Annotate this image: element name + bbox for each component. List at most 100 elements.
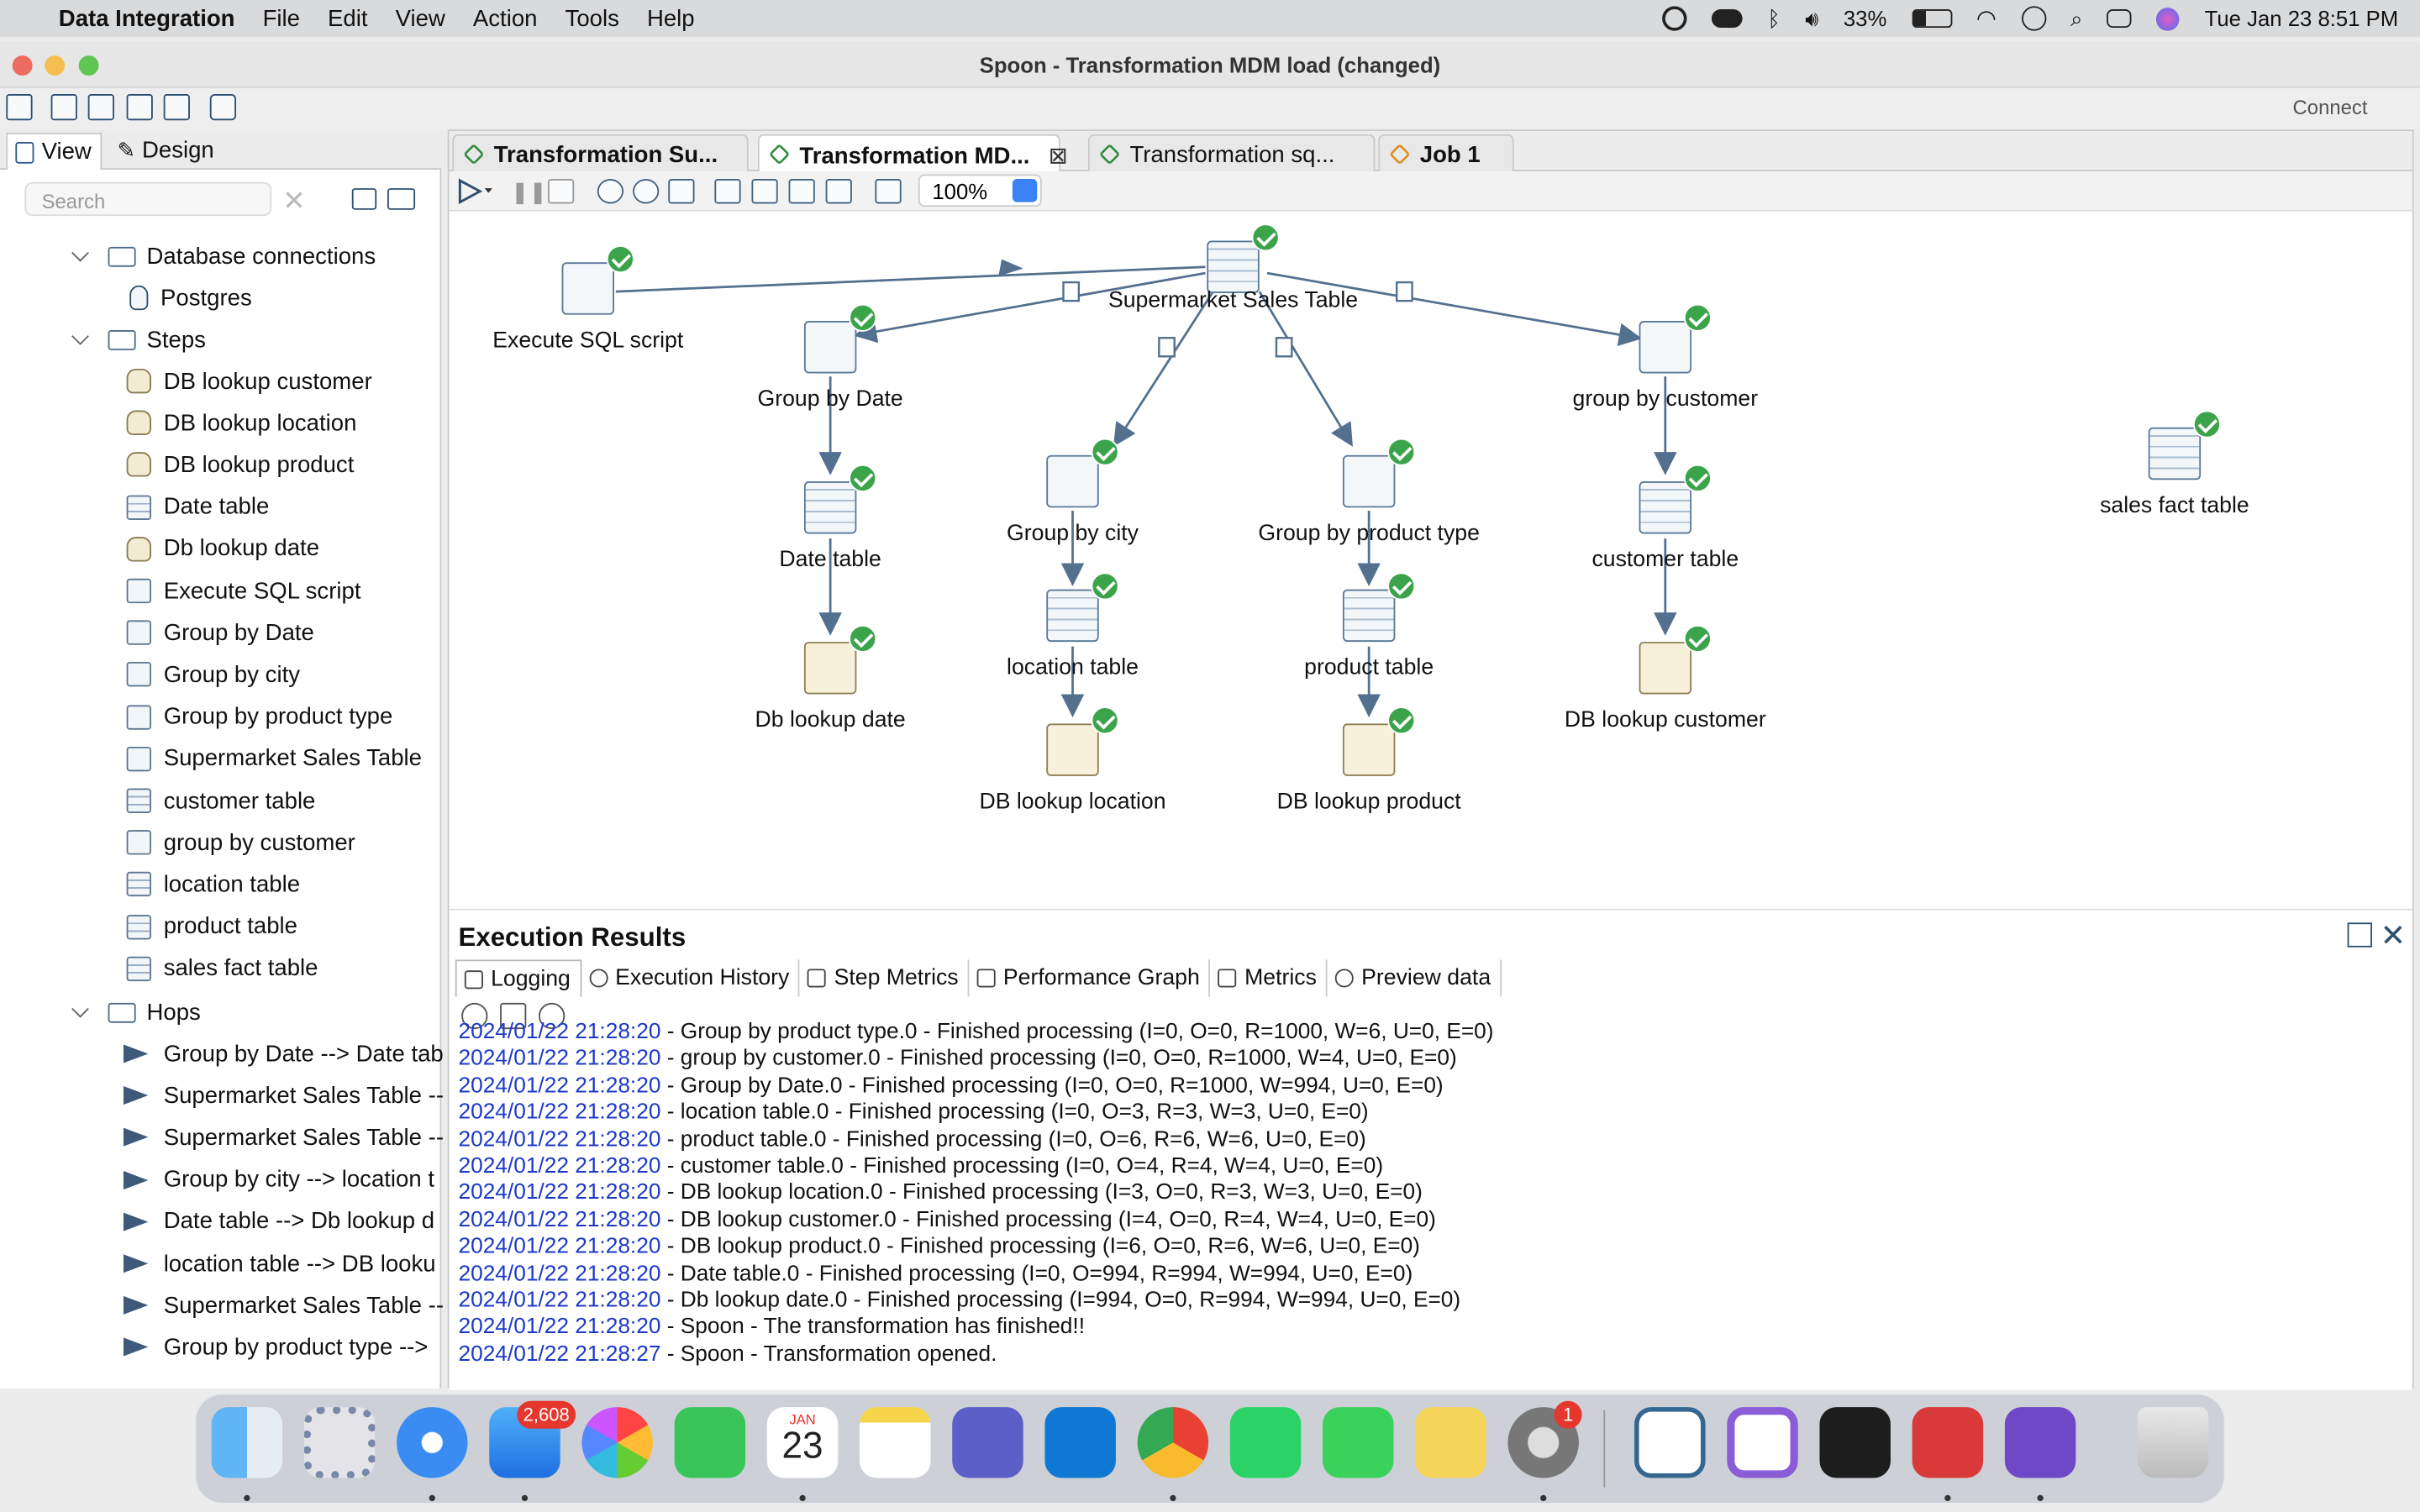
step-node-customer-table[interactable] — [1639, 481, 1692, 534]
tree-step-item[interactable]: DB lookup customer — [126, 363, 372, 400]
teams-icon[interactable] — [952, 1407, 1023, 1478]
pause-icon[interactable]: ❚❚ — [510, 179, 548, 204]
tree-step-item[interactable]: Group by product type — [126, 698, 392, 735]
github-icon[interactable] — [2004, 1407, 2076, 1478]
tab-metrics[interactable]: Metrics — [1211, 959, 1328, 997]
step-node-group-product[interactable] — [1342, 454, 1396, 508]
generate-sql-icon[interactable] — [788, 179, 815, 204]
replay-icon[interactable] — [668, 179, 695, 204]
tree-hop-item[interactable]: Group by product type --> — [123, 1329, 428, 1366]
finder-icon[interactable] — [211, 1407, 283, 1478]
verify-icon[interactable] — [714, 179, 741, 204]
close-tab-icon[interactable]: ⊠ — [1048, 143, 1068, 171]
volume-icon[interactable]: 🔊︎ — [1805, 5, 1819, 30]
step-node-location-table[interactable] — [1046, 589, 1099, 643]
tree-step-item[interactable]: group by customer — [126, 824, 355, 861]
tree-step-item[interactable]: location table — [126, 866, 300, 903]
run-icon[interactable] — [458, 178, 492, 205]
align-grid-icon[interactable] — [875, 179, 902, 204]
tree-step-item[interactable]: Db lookup date — [126, 530, 319, 567]
stickies-icon[interactable] — [1415, 1407, 1486, 1478]
exploration-db-icon[interactable] — [825, 179, 852, 204]
step-node-date-table[interactable] — [803, 481, 857, 534]
hop-supermarket-to-execute-sql[interactable] — [615, 265, 1206, 293]
hop-supermarket-to-group-product[interactable] — [1258, 291, 1353, 447]
chevron-down-icon[interactable] — [71, 244, 89, 262]
launchpad-icon[interactable] — [303, 1407, 376, 1478]
battery-icon[interactable] — [1911, 9, 1952, 29]
tab-performance-graph[interactable]: Performance Graph — [970, 959, 1211, 997]
tab-logging[interactable]: Logging — [455, 959, 581, 997]
tree-hops[interactable]: Hops — [71, 994, 201, 1031]
photos-icon[interactable] — [581, 1407, 653, 1478]
chevron-down-icon[interactable] — [71, 328, 89, 345]
stop-icon[interactable] — [548, 179, 575, 204]
close-window-button[interactable] — [12, 55, 33, 76]
bluetooth-icon[interactable]: ᛒ — [1767, 6, 1781, 31]
tab-transformation-su[interactable]: Transformation Su... — [452, 134, 749, 171]
menu-action[interactable]: Action — [472, 5, 538, 32]
app-menu[interactable]: Data Integration — [58, 5, 235, 32]
step-node-db-lookup-date[interactable] — [803, 642, 857, 695]
minimize-window-button[interactable] — [45, 55, 66, 76]
postgres-elephant-icon[interactable] — [1634, 1407, 1706, 1478]
tree-step-item[interactable]: DB lookup product — [126, 447, 355, 484]
control-center-icon[interactable] — [2107, 9, 2133, 29]
step-node-supermarket[interactable] — [1207, 240, 1260, 293]
tree-hop-item[interactable]: location table --> DB looku — [123, 1245, 436, 1282]
pentaho-network-icon[interactable] — [1912, 1407, 1984, 1478]
chrome-icon[interactable] — [1137, 1407, 1209, 1478]
cloud-icon[interactable] — [1712, 9, 1744, 29]
tree-step-item[interactable]: Supermarket Sales Table — [126, 740, 422, 777]
step-node-group-date[interactable] — [803, 321, 857, 374]
save-icon[interactable] — [126, 94, 153, 121]
tab-job-1[interactable]: Job 1 — [1378, 134, 1514, 171]
tab-step-metrics[interactable]: Step Metrics — [800, 959, 970, 997]
clear-log-icon[interactable] — [461, 1002, 488, 1030]
tree-steps[interactable]: Steps — [71, 321, 206, 358]
tree-hop-item[interactable]: Supermarket Sales Table -- — [123, 1119, 444, 1156]
tree-hop-item[interactable]: Group by Date --> Date tab — [123, 1035, 444, 1072]
trash-icon[interactable] — [500, 1002, 527, 1030]
tree-hop-item[interactable]: Supermarket Sales Table -- — [123, 1077, 444, 1114]
zoom-select[interactable]: 100% — [918, 174, 1042, 207]
chevron-down-icon[interactable] — [1012, 179, 1038, 202]
siri-icon[interactable] — [2156, 7, 2181, 30]
clock[interactable]: Tue Jan 23 8:51 PM — [2204, 6, 2399, 31]
tree-hop-item[interactable]: Group by city --> location t — [123, 1161, 434, 1198]
chevron-down-icon[interactable] — [71, 1000, 89, 1018]
tree-database-connections[interactable]: Database connections — [71, 238, 376, 275]
tree-step-item[interactable]: Execute SQL script — [126, 572, 361, 609]
terminal-icon[interactable] — [1819, 1407, 1891, 1478]
step-node-db-lookup-customer[interactable] — [1639, 642, 1692, 695]
menu-file[interactable]: File — [262, 5, 300, 32]
step-node-db-lookup-location[interactable] — [1046, 723, 1099, 776]
expand-tree-icon[interactable] — [387, 188, 416, 210]
tree-step-item[interactable]: Group by Date — [126, 614, 314, 651]
tree-hop-item[interactable]: Supermarket Sales Table -- — [123, 1287, 444, 1324]
maximize-panel-icon[interactable] — [2347, 922, 2373, 948]
tab-transformation-sq[interactable]: Transformation sq... — [1087, 134, 1376, 171]
step-node-sales-fact[interactable] — [2148, 427, 2202, 480]
menu-view[interactable]: View — [395, 5, 445, 32]
tree-step-item[interactable]: customer table — [126, 782, 315, 819]
tree-step-item[interactable]: DB lookup location — [126, 405, 356, 442]
connect-link[interactable]: Connect — [2292, 95, 2368, 119]
tree-postgres[interactable]: Postgres — [129, 279, 252, 316]
open-file-icon[interactable] — [50, 94, 77, 121]
close-panel-icon[interactable]: ✕ — [2380, 919, 2407, 954]
menu-edit[interactable]: Edit — [328, 5, 368, 32]
perspective-layers-icon[interactable] — [209, 94, 237, 121]
facetime-icon[interactable] — [674, 1407, 746, 1478]
tab-preview-data[interactable]: Preview data — [1328, 959, 1502, 997]
menu-tools[interactable]: Tools — [565, 5, 619, 32]
tree-step-item[interactable]: Date table — [126, 488, 269, 525]
tab-view[interactable]: View — [6, 132, 103, 171]
tree-step-item[interactable]: Group by city — [126, 656, 300, 693]
gear-icon[interactable] — [539, 1002, 566, 1030]
new-file-icon[interactable] — [6, 94, 33, 121]
impact-icon[interactable] — [751, 179, 778, 204]
tree-step-item[interactable]: sales fact table — [126, 950, 318, 987]
play-icon[interactable] — [2021, 6, 2046, 31]
